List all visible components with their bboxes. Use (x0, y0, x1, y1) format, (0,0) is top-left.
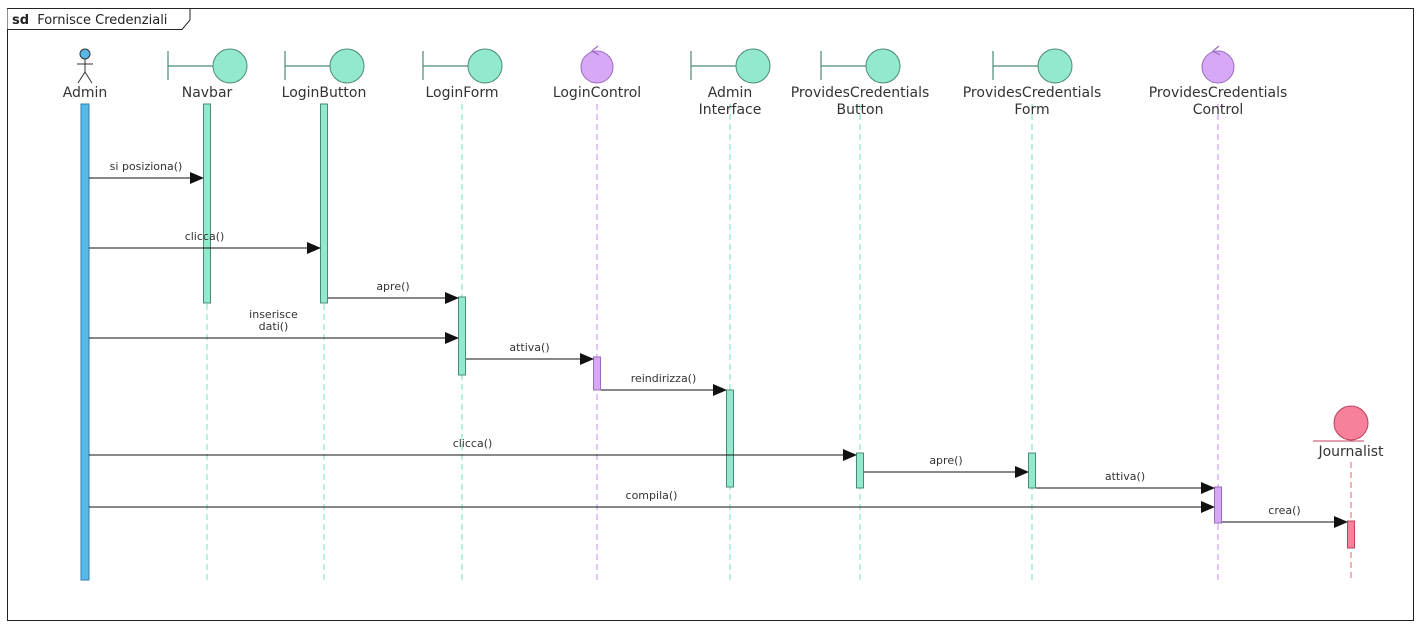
message-label: attiva() (509, 341, 549, 354)
pcbutton-label-line: Button (837, 102, 884, 118)
navbar-boundary-icon (167, 48, 248, 84)
pcform-label-line: ProvidesCredentials (963, 85, 1102, 101)
loginform-boundary-icon (422, 48, 503, 84)
frame-label-tab (7, 8, 191, 30)
pccontrol-label-line: ProvidesCredentials (1149, 85, 1288, 101)
logincontrol-label-line: LoginControl (553, 85, 641, 101)
activation-journalist (1347, 520, 1355, 549)
activation-logincontrol (593, 356, 601, 391)
message-label: clicca() (185, 230, 225, 243)
admininterface-label-line: Interface (699, 102, 762, 118)
admin-label: Admin (63, 85, 108, 101)
admininterface-boundary-icon (690, 48, 771, 84)
activation-pccontrol (1214, 486, 1222, 524)
pcform-label-line: Form (1014, 102, 1049, 118)
frame-name: Fornisce Credenziali (37, 13, 167, 28)
message-label: reindirizza() (631, 372, 697, 385)
message-label: si posiziona() (110, 160, 183, 173)
loginform-label-line: LoginForm (425, 85, 498, 101)
frame-title: sd Fornisce Credenziali (12, 13, 167, 28)
activation-admininterface (726, 389, 734, 488)
activation-navbar (203, 103, 211, 304)
journalist-entity-icon (1313, 405, 1369, 442)
navbar-label-line: Navbar (182, 85, 233, 101)
pcform-boundary-icon (992, 48, 1073, 84)
diagram-frame (7, 8, 1414, 621)
activation-admin (80, 103, 90, 581)
frame-keyword: sd (12, 13, 29, 28)
admininterface-label-line: Admin (708, 85, 753, 101)
journalist-label-line: Journalist (1317, 444, 1384, 460)
admin-actor-icon (77, 48, 93, 84)
journalist-label: Journalist (1317, 444, 1384, 460)
admin-label-line: Admin (63, 85, 108, 101)
pcbutton-boundary-icon (820, 48, 901, 84)
logincontrol-control-icon (580, 45, 614, 84)
message-label: attiva() (1105, 470, 1145, 483)
pcbutton-label-line: ProvidesCredentials (791, 85, 930, 101)
activation-pcform (1028, 452, 1036, 489)
activation-loginbutton (320, 103, 328, 304)
loginbutton-label: LoginButton (282, 85, 367, 101)
message-label: compila() (626, 489, 678, 502)
message-label: clicca() (453, 437, 493, 450)
message-label: apre() (929, 454, 962, 467)
pccontrol-label-line: Control (1193, 102, 1244, 118)
pccontrol-control-icon (1201, 45, 1235, 84)
logincontrol-label: LoginControl (553, 85, 641, 101)
activation-loginform (458, 296, 466, 376)
loginform-label: LoginForm (425, 85, 498, 101)
activation-pcbutton (856, 452, 864, 489)
navbar-label: Navbar (182, 85, 233, 101)
loginbutton-boundary-icon (284, 48, 365, 84)
message-label: apre() (376, 280, 409, 293)
loginbutton-label-line: LoginButton (282, 85, 367, 101)
message-label: crea() (1268, 504, 1300, 517)
